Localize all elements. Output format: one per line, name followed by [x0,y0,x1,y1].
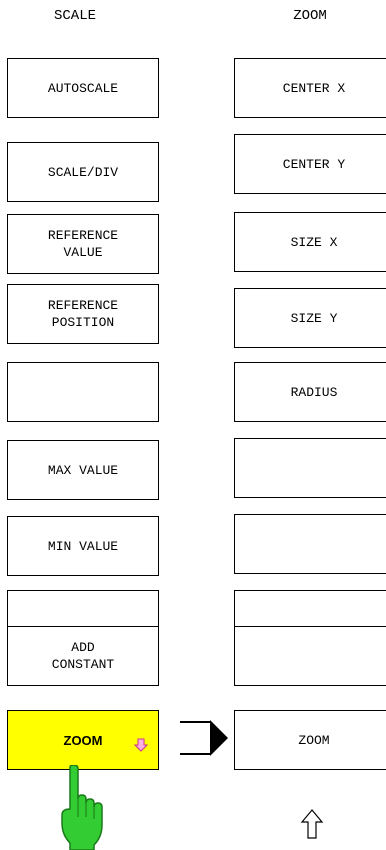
size-y-key[interactable]: SIZE Y [234,288,386,348]
key-label: RADIUS [290,384,338,400]
down-arrow-icon [134,738,148,752]
empty-key-1[interactable] [7,362,159,422]
key-label: SCALE/DIV [47,164,119,180]
key-label: ADD CONSTANT [51,640,115,672]
min-value-key[interactable]: MIN VALUE [7,516,159,576]
key-label: MIN VALUE [47,538,119,554]
center-x-key[interactable]: CENTER X [234,58,386,118]
key-label: SIZE Y [290,310,338,326]
scale-div-key[interactable]: SCALE/DIV [7,142,159,202]
key-label: CENTER Y [282,156,346,172]
key-label: CENTER X [282,80,346,96]
key-label: MAX VALUE [47,462,119,478]
key-label: AUTOSCALE [47,80,119,96]
empty-right-key-1[interactable] [234,438,386,498]
radius-key[interactable]: RADIUS [234,362,386,422]
key-label: REFERENCE POSITION [47,298,119,330]
key-label: ZOOM [63,732,103,748]
add-constant-key[interactable]: ADD CONSTANT [7,626,159,686]
reference-value-key[interactable]: REFERENCE VALUE [7,214,159,274]
zoom-key[interactable]: ZOOM [234,710,386,770]
hand-pointer-icon [61,765,103,850]
empty-right-key-4[interactable] [234,626,386,686]
zoom-key-highlighted[interactable]: ZOOM [7,710,159,770]
right-arrow-icon [180,720,228,756]
size-x-key[interactable]: SIZE X [234,212,386,272]
key-label: REFERENCE VALUE [47,228,119,260]
scale-column-title: SCALE [53,8,96,24]
zoom-column-title: ZOOM [293,8,327,24]
reference-position-key[interactable]: REFERENCE POSITION [7,284,159,344]
up-arrow-icon [300,809,324,839]
empty-right-key-2[interactable] [234,514,386,574]
max-value-key[interactable]: MAX VALUE [7,440,159,500]
key-label: SIZE X [290,234,338,250]
center-y-key[interactable]: CENTER Y [234,134,386,194]
autoscale-key[interactable]: AUTOSCALE [7,58,159,118]
key-label: ZOOM [298,732,330,748]
